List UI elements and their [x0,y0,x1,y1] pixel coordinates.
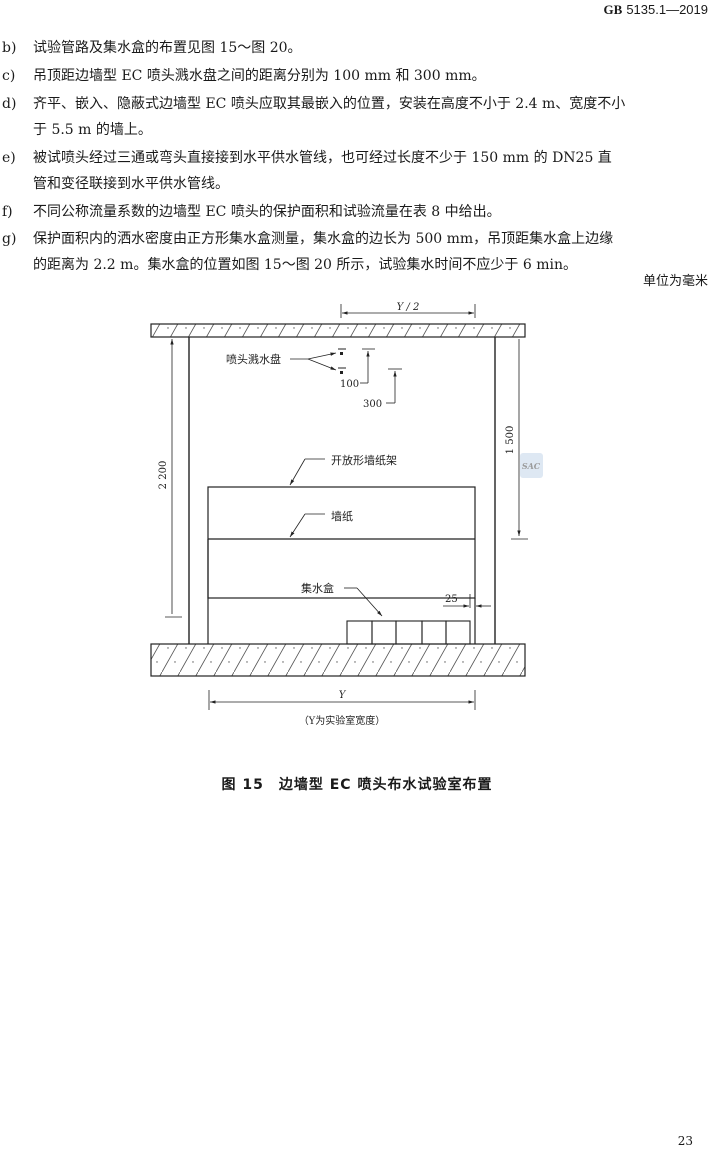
item-text: 试验管路及集水盒的布置见图 15～图 20。 [33,40,302,56]
floor-slab [150,643,526,677]
sac-watermark-icon: SAC [520,453,543,478]
ceiling-slab [150,323,526,338]
item-text: 齐平、嵌入、隐蔽式边墙型 EC 喷头应取其最嵌入的位置，安装在高度不小于 2.4… [33,96,626,112]
width-note: （Y为实验室宽度） [299,714,386,727]
item-text: 保护面积内的洒水密度由正方形集水盒测量，集水盒的边长为 500 mm，吊顶距集水… [33,231,614,247]
collection-boxes [346,620,471,645]
open-rack-label: 开放形墙纸架 [331,453,397,467]
standard-prefix: GB [603,2,623,17]
item-label: b) [2,40,17,56]
deflector-icon [338,348,346,374]
item-text: 不同公称流量系数的边墙型 EC 喷头的保护面积和试验流量在表 8 中给出。 [33,204,501,220]
item-text: 于 5.5 m 的墙上。 [33,122,152,138]
collection-box-label: 集水盒 [301,581,334,595]
dim-2200-label: 2 200 [158,461,169,490]
item-text: 管和变径联接到水平供水管线。 [33,176,229,192]
item-label: f) [2,204,13,220]
item-label: e) [2,150,16,166]
half-width-label: Y / 2 [397,302,420,313]
dim-300-label: 300 [363,399,382,410]
item-label: d) [2,96,17,112]
dim-100-label: 100 [340,379,359,390]
figure-caption: 图 15 边墙型 EC 喷头布水试验室布置 [221,777,493,793]
lab-layout-diagram: Y / 2 喷头溅水盘 100 300 2 200 1 500 SAC 开放形墙… [150,302,543,727]
deflector-label: 喷头溅水盘 [226,352,281,366]
wallpaper-label: 墙纸 [331,509,353,523]
standard-number: 5135.1—2019 [626,2,708,17]
item-label: c) [2,68,16,84]
unit-note: 单位为毫米 [642,274,708,289]
width-label: Y [339,690,347,701]
item-text: 被试喷头经过三通或弯头直接接到水平供水管线，也可经过长度不少于 150 mm 的… [33,150,612,166]
item-text: 的距离为 2.2 m。集水盒的位置如图 15～图 20 所示，试验集水时间不应少… [33,257,577,273]
dim-1500-label: 1 500 [505,426,516,455]
dim-25-label: 25 [445,594,458,605]
item-label: g) [2,231,17,247]
page-number: 23 [677,1134,693,1148]
item-text: 吊顶距边墙型 EC 喷头溅水盘之间的距离分别为 100 mm 和 300 mm。 [33,68,486,84]
svg-text:SAC: SAC [522,461,541,471]
open-wallpaper-rack [207,486,476,599]
